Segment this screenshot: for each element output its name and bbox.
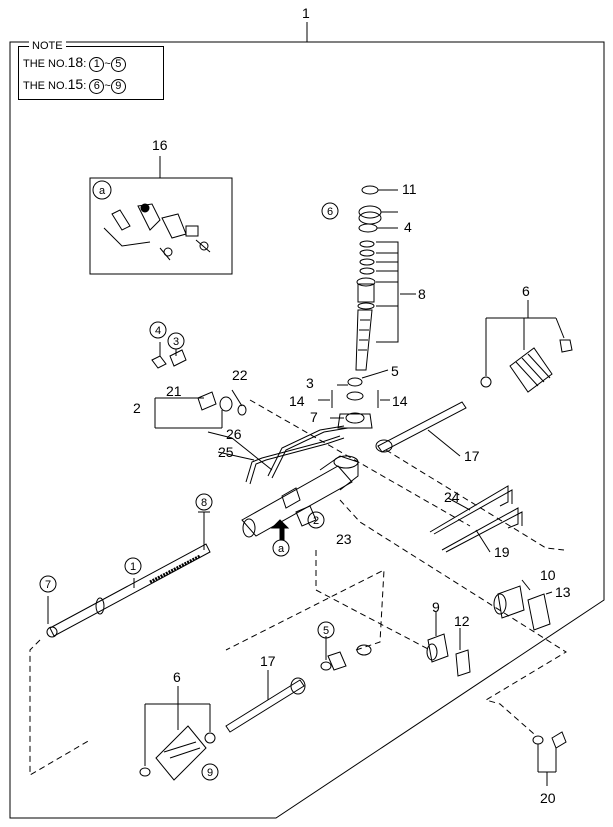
boot-right (480, 300, 573, 393)
gear-housing (241, 455, 359, 538)
inset-box (89, 177, 233, 275)
note-box: NOTE THE NO.18: 1~5 THE NO.15: 6~9 (18, 38, 164, 100)
note-line-to: 9 (110, 79, 126, 94)
note-line-from: 1 (89, 57, 105, 72)
callout-23: 23 (336, 531, 352, 547)
callout-5-mid: 5 (391, 363, 399, 379)
valve-parts (426, 579, 553, 677)
callout-8: 8 (418, 286, 426, 302)
callout-3-mid: 3 (306, 375, 314, 391)
note-line-number: 15 (67, 76, 84, 92)
callout-1-rack: 1 (130, 561, 136, 573)
callout-26: 26 (226, 426, 242, 442)
note-line-tilde: ~ (104, 80, 111, 92)
note-line-prefix: THE NO. (23, 58, 68, 70)
return-pipes (429, 485, 523, 553)
callout-9-low: 9 (207, 767, 213, 779)
note-line-tilde: ~ (104, 58, 111, 70)
pinion-parts (355, 185, 416, 371)
callout-22: 22 (232, 367, 248, 383)
note-line-colon: : (83, 80, 87, 92)
callout-21: 21 (166, 383, 182, 399)
callout-4-top: 4 (404, 219, 412, 235)
main-number-label: 1 (302, 5, 310, 21)
callout-20: 20 (540, 790, 556, 806)
inset-arrow (270, 519, 290, 541)
callout-7-left: 7 (45, 579, 51, 591)
callout-14-left: 14 (289, 393, 305, 409)
callout-2-mid: 2 (313, 515, 319, 527)
note-line-2: THE NO.15: 6~9 (23, 76, 126, 94)
callout-16: 16 (152, 137, 168, 153)
inset-marker-circle (92, 180, 112, 200)
note-title: NOTE (29, 38, 66, 54)
note-line-colon: : (83, 58, 87, 70)
marker-a-circle (272, 539, 290, 557)
callout-a: a (278, 543, 285, 555)
note-line-prefix: THE NO. (23, 80, 68, 92)
rack-bar (46, 511, 211, 638)
callout-11: 11 (402, 181, 417, 197)
callout-17-right: 17 (464, 448, 480, 464)
callout-7: 7 (310, 409, 318, 425)
callout-2-left: 2 (133, 400, 141, 416)
callout-12: 12 (454, 613, 470, 629)
callout-6-low: 6 (173, 669, 181, 685)
callout-17-low: 17 (260, 653, 276, 669)
callout-6-top: 6 (327, 206, 333, 218)
left-adjuster-parts (151, 342, 247, 429)
note-line-to: 5 (110, 57, 126, 72)
callout-9-right: 9 (432, 599, 440, 615)
callout-6-right: 6 (522, 283, 530, 299)
callout-10: 10 (540, 567, 556, 583)
callout-24: 24 (444, 489, 460, 505)
outer-frame (9, 41, 605, 819)
callout-13: 13 (555, 584, 571, 600)
note-line-number: 18 (67, 54, 84, 70)
feed-pipes (207, 425, 349, 485)
dashed-leaders (29, 399, 567, 776)
mount-bolts (532, 731, 567, 786)
note-line-1: THE NO.18: 1~5 (23, 54, 126, 72)
boot-left (139, 686, 216, 781)
callout-8-left: 8 (201, 497, 207, 509)
tie-rod-right (375, 401, 467, 457)
callout-3-left: 3 (173, 336, 179, 348)
callout-25: 25 (218, 444, 234, 460)
callout-14-right: 14 (392, 393, 408, 409)
callout-19: 19 (494, 544, 510, 560)
yoke-parts (318, 369, 390, 429)
inset-bracket-drawing (103, 203, 211, 261)
note-line-from: 6 (89, 79, 105, 94)
callout-5-low: 5 (323, 625, 329, 637)
tie-rod-left (225, 636, 372, 733)
inset-marker-label: a (99, 185, 106, 197)
callout-4-left: 4 (155, 325, 161, 337)
